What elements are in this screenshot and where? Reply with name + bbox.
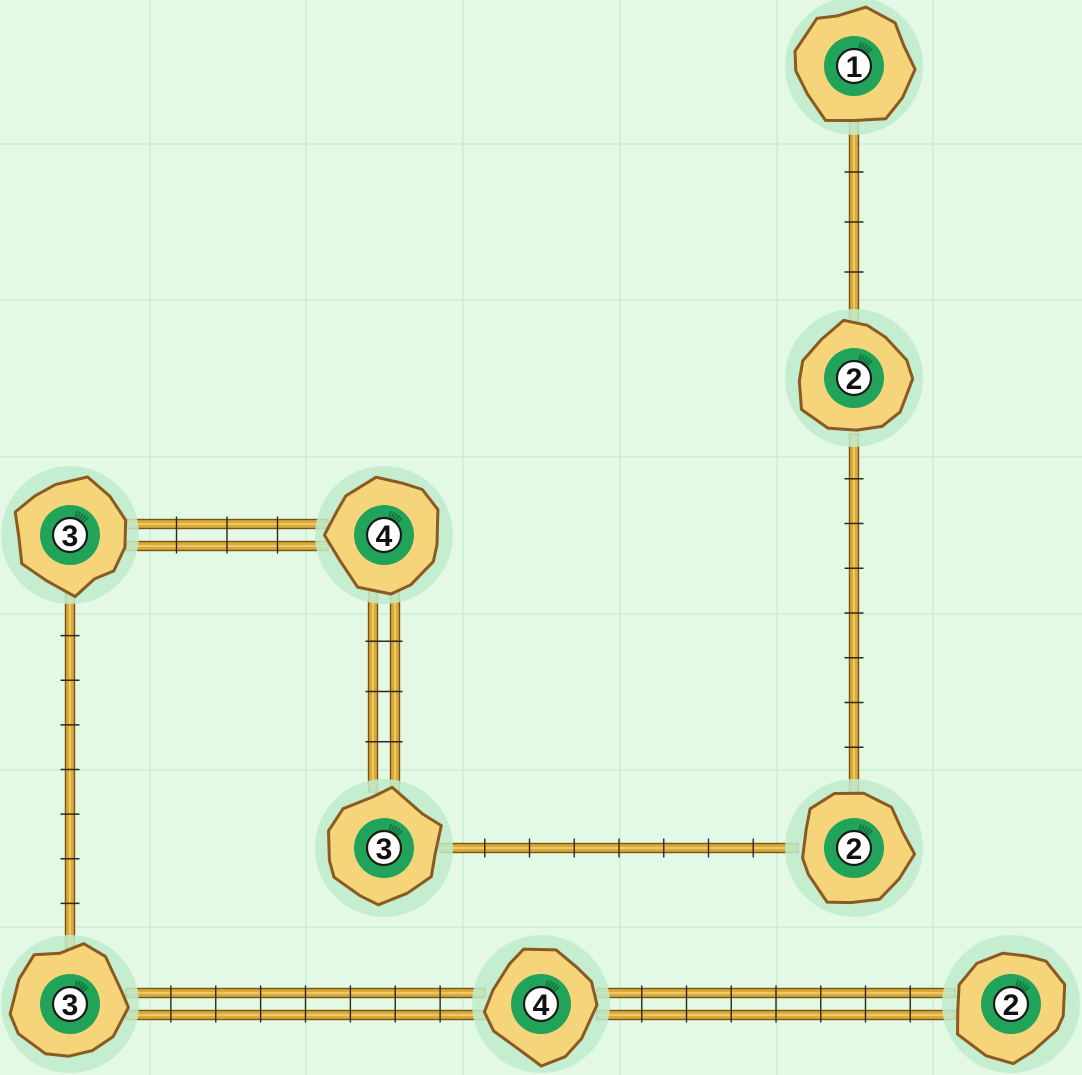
island-number: 3 [62, 520, 79, 553]
bridge-i2-i6[interactable] [845, 434, 864, 792]
island-i8[interactable]: 4 [472, 935, 610, 1073]
island-i1[interactable]: 1 [785, 0, 923, 135]
island-i9[interactable]: 2 [942, 935, 1080, 1073]
island-i4[interactable]: 4 [315, 466, 453, 604]
island-i2[interactable]: 2 [785, 309, 923, 447]
island-number: 3 [376, 833, 393, 866]
island-number: 4 [533, 989, 550, 1022]
island-number: 2 [1003, 989, 1020, 1022]
bridge-i5-i6[interactable] [440, 839, 798, 858]
island-number: 1 [846, 51, 863, 84]
bridge-i4-i5[interactable] [366, 591, 403, 792]
bridge-i3-i7[interactable] [61, 591, 80, 948]
bridge-i1-i2[interactable] [845, 122, 864, 322]
island-number: 2 [846, 833, 863, 866]
bridge-i7-i8[interactable] [126, 986, 485, 1023]
island-i5[interactable]: 3 [315, 779, 453, 917]
island-number: 3 [62, 989, 79, 1022]
island-i3[interactable]: 3 [1, 466, 139, 604]
bridge-i3-i4[interactable] [126, 517, 328, 554]
island-i7[interactable]: 3 [1, 935, 139, 1073]
bridge-i8-i9[interactable] [597, 986, 955, 1023]
island-number: 4 [376, 520, 393, 553]
island-number: 2 [846, 363, 863, 396]
island-i6[interactable]: 2 [785, 779, 923, 917]
